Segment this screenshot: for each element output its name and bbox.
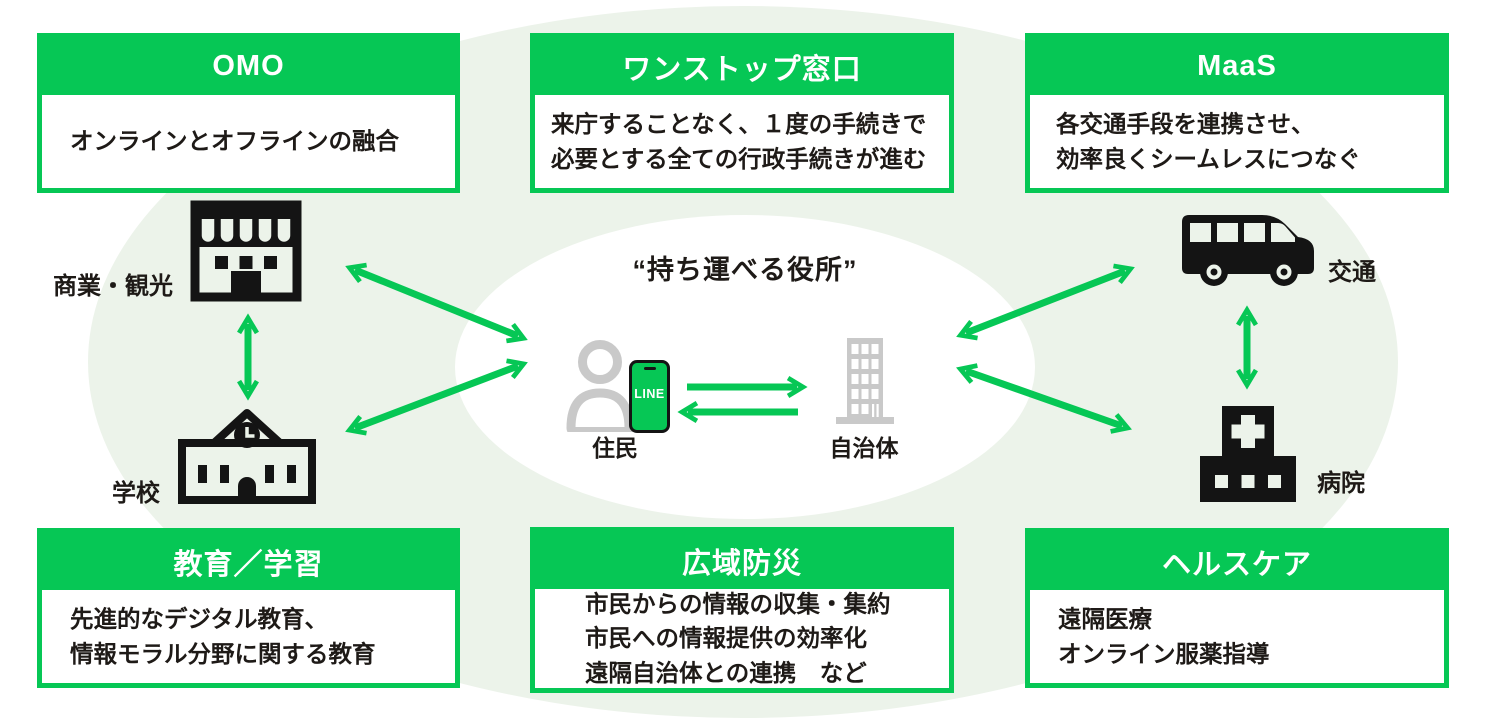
box-education-text: 先進的なデジタル教育、 情報モラル分野に関する教育	[70, 606, 376, 667]
municipality-building-icon	[836, 338, 894, 424]
center-core-ellipse	[455, 215, 1035, 519]
box-disaster-title: 広域防災	[681, 547, 802, 580]
box-maas-header: MaaS	[1030, 38, 1444, 95]
box-healthcare-header: ヘルスケア	[1030, 533, 1444, 590]
box-education-body: 先進的なデジタル教育、 情報モラル分野に関する教育	[42, 590, 455, 683]
box-omo-title: OMO	[212, 50, 285, 82]
box-education: 教育／学習 先進的なデジタル教育、 情報モラル分野に関する教育	[37, 528, 460, 688]
box-one-stop-body: 来庁することなく、１度の手続きで 必要とする全ての行政手続きが進む	[535, 95, 949, 188]
phone-notch	[643, 367, 656, 370]
hospital-label: 病院	[1317, 470, 1365, 497]
box-disaster-text: 市民からの情報の収集・集約 市民への情報提供の効率化 遠隔自治体との連携 など	[585, 591, 891, 686]
box-healthcare-body: 遠隔医療 オンライン服薬指導	[1030, 590, 1444, 683]
municipality-label: 自治体	[829, 435, 899, 461]
school-icon	[178, 409, 316, 504]
bus-icon	[1182, 215, 1314, 286]
box-one-stop-header: ワンストップ窓口	[535, 38, 949, 95]
box-omo-header: OMO	[42, 38, 455, 95]
store-icon	[190, 200, 302, 302]
line-app-label: LINE	[634, 387, 665, 402]
box-healthcare-title: ヘルスケア	[1161, 548, 1312, 581]
box-omo: OMO オンラインとオフラインの融合	[37, 33, 460, 193]
box-omo-body: オンラインとオフラインの融合	[42, 95, 455, 188]
box-education-header: 教育／学習	[42, 533, 455, 590]
resident-label: 住民	[592, 435, 638, 461]
transport-label: 交通	[1328, 259, 1376, 286]
box-maas-text: 各交通手段を連携させ、 効率良くシームレスにつなぐ	[1056, 111, 1361, 172]
line-smartphone-icon: LINE	[629, 360, 670, 433]
box-healthcare: ヘルスケア 遠隔医療 オンライン服薬指導	[1025, 528, 1449, 688]
commerce-tourism-label: 商業・観光	[53, 273, 173, 300]
box-disaster-header: 広域防災	[535, 532, 949, 589]
box-healthcare-text: 遠隔医療 オンライン服薬指導	[1058, 606, 1270, 667]
hospital-icon	[1200, 406, 1296, 502]
box-one-stop: ワンストップ窓口 来庁することなく、１度の手続きで 必要とする全ての行政手続きが…	[530, 33, 954, 193]
box-one-stop-text: 来庁することなく、１度の手続きで 必要とする全ての行政手続きが進む	[551, 111, 927, 172]
box-maas: MaaS 各交通手段を連携させ、 効率良くシームレスにつなぐ	[1025, 33, 1449, 193]
box-maas-body: 各交通手段を連携させ、 効率良くシームレスにつなぐ	[1030, 95, 1444, 188]
box-education-title: 教育／学習	[173, 548, 324, 581]
box-omo-text: オンラインとオフラインの融合	[70, 128, 399, 155]
resident-person-icon	[566, 340, 634, 432]
center-title: “持ち運べる役所”	[632, 255, 858, 285]
box-one-stop-title: ワンストップ窓口	[622, 53, 862, 86]
box-disaster: 広域防災 市民からの情報の収集・集約 市民への情報提供の効率化 遠隔自治体との連…	[530, 527, 954, 693]
school-label: 学校	[112, 480, 160, 507]
box-maas-title: MaaS	[1197, 50, 1277, 82]
box-disaster-body: 市民からの情報の収集・集約 市民への情報提供の効率化 遠隔自治体との連携 など	[535, 589, 949, 688]
